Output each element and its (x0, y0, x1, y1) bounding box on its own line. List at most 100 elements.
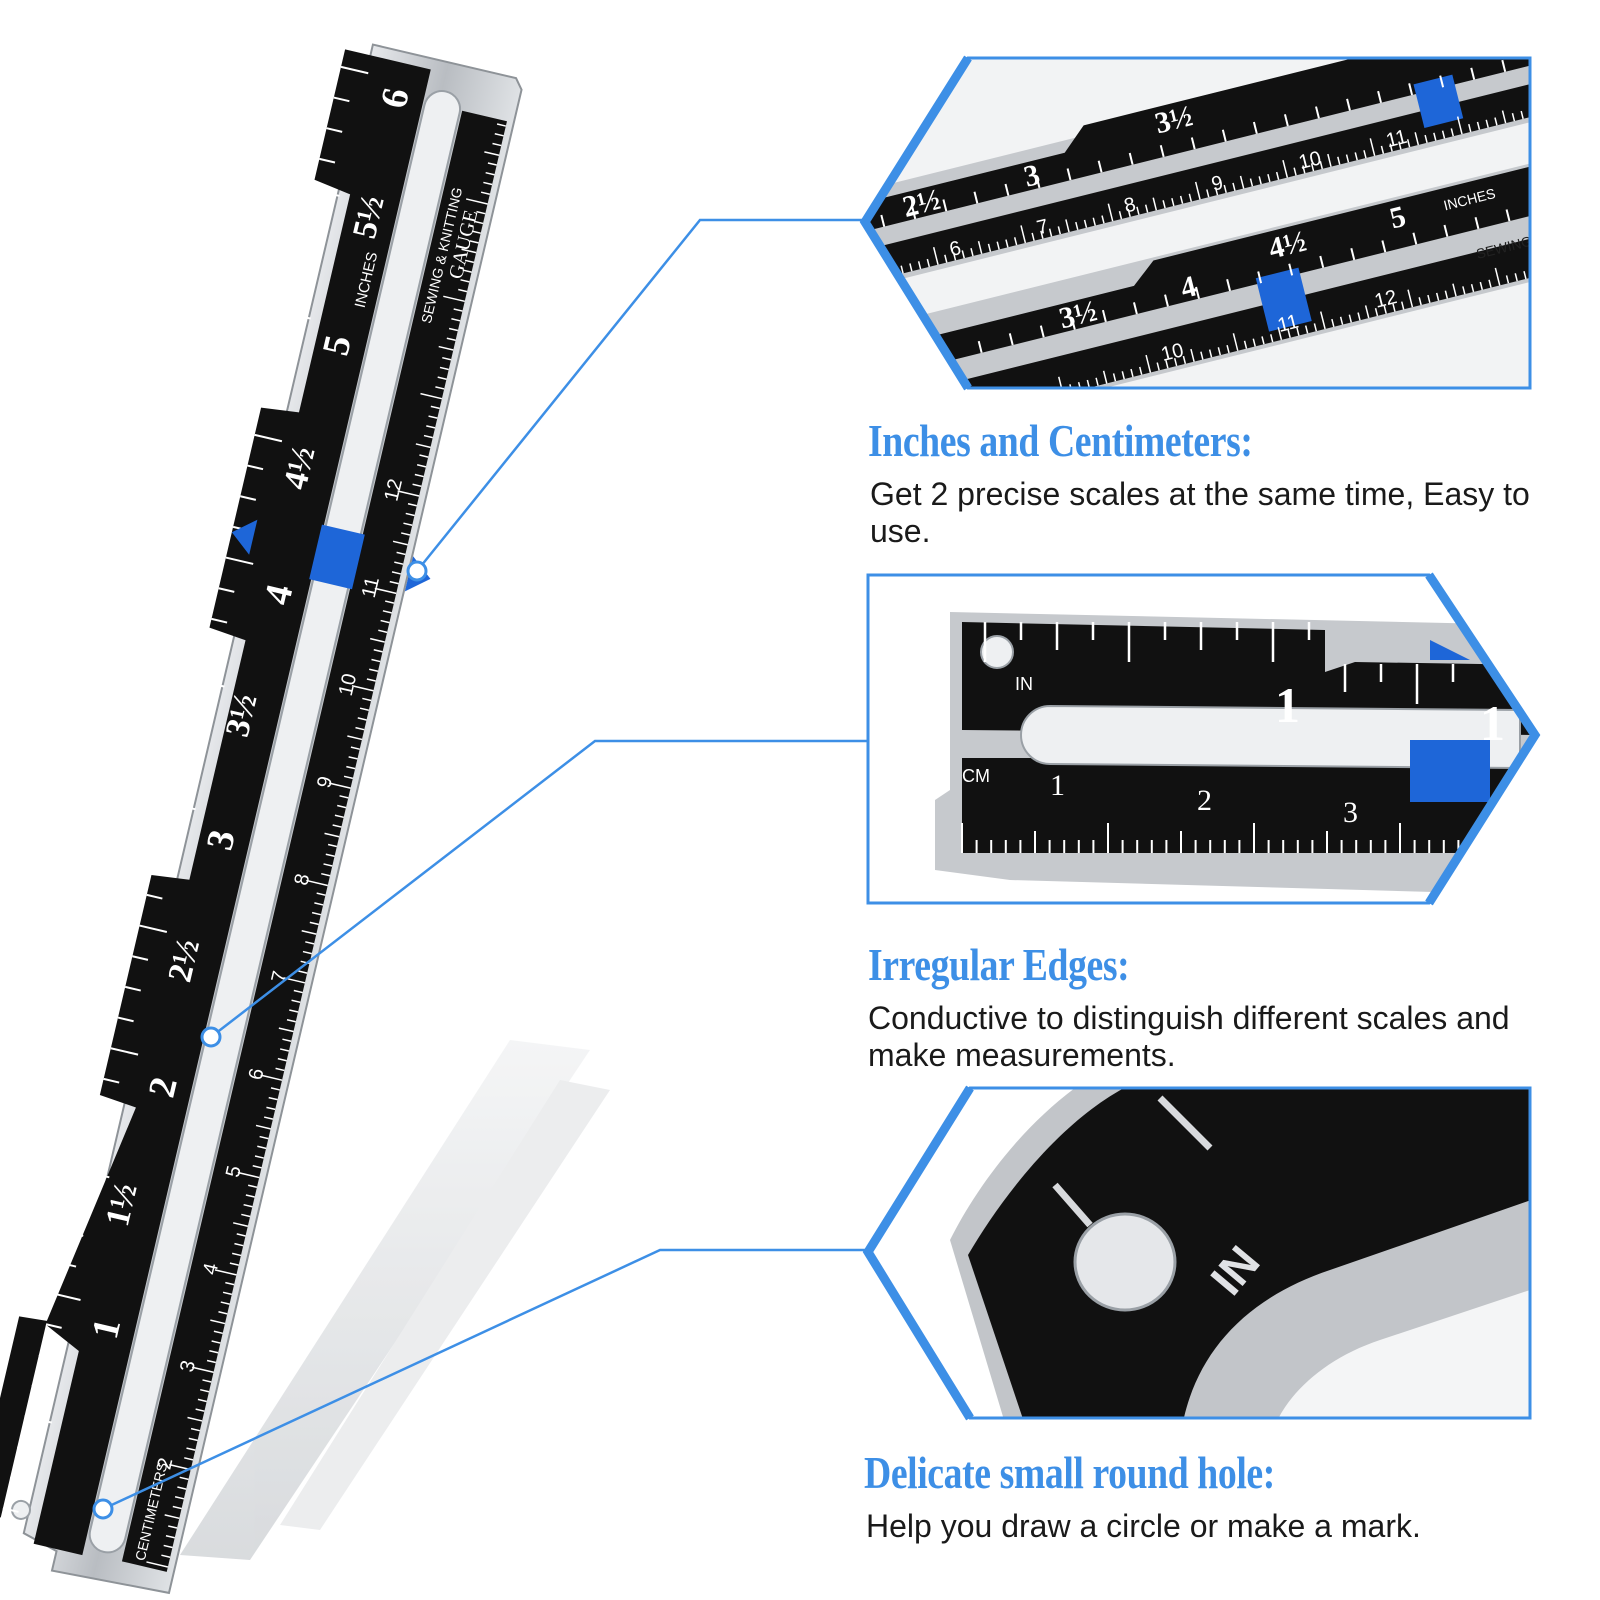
z1-inch-tick (973, 191, 979, 204)
z1-inch-tick (1252, 121, 1258, 134)
cm-tick (229, 1262, 239, 1266)
z1-cm-tick (1468, 123, 1472, 133)
z1-cm-tick (1583, 246, 1587, 263)
z1-cm-7: 7 (1035, 215, 1051, 239)
z2-text-in: IN (1015, 674, 1033, 694)
z1-cm-tick (1200, 351, 1204, 360)
z1-cm-tick (1392, 303, 1396, 312)
cm-tick (293, 989, 303, 994)
z1-cm-tick (1020, 225, 1027, 244)
cm-tick (438, 345, 454, 351)
cm-tick (446, 337, 456, 341)
z1-cm-tick (1144, 204, 1149, 213)
ruler-round-hole (11, 1499, 32, 1520)
z1-inch-tick (1039, 325, 1045, 338)
z1-cm-tick (1501, 110, 1507, 124)
inch-tick (139, 924, 168, 933)
z1-cm-tick (1249, 178, 1254, 187)
cm-label-8: 8 (290, 872, 314, 888)
z1-cm-tick (1520, 110, 1524, 120)
z1-cm-tick (1369, 138, 1376, 157)
feature-text-scales: Get 2 precise scales at the same time, E… (870, 476, 1530, 549)
cm-tick (222, 1291, 232, 1296)
z1-inch-tick (1257, 271, 1263, 284)
z1-cm-tick (1424, 134, 1428, 143)
cm-tick (232, 1252, 242, 1257)
cm-label-12: 12 (380, 477, 406, 504)
cm-tick (266, 1106, 276, 1111)
z1-cm-tick (882, 269, 887, 278)
cm-tick (442, 356, 452, 361)
z1-inch-tick (1474, 217, 1480, 230)
zoom-panel-2-accent (1425, 572, 1541, 906)
z1-cm-tick (1470, 284, 1475, 293)
inch-tick (132, 955, 149, 961)
z1-cm-tick (1345, 154, 1350, 163)
z1-cm-tick (1511, 113, 1516, 122)
z1-cm-tick (900, 265, 904, 274)
z1-cm-tick (1206, 189, 1210, 198)
z1-inch-tick (1533, 52, 1536, 64)
cm-tick (259, 1135, 269, 1140)
z1-cm-tick (1398, 141, 1402, 150)
z1-inch-tick (1346, 98, 1351, 111)
cm-label-2: 2 (153, 1456, 177, 1472)
inch-tick (160, 832, 177, 839)
inch-tick (283, 311, 311, 320)
cm-tick (337, 804, 347, 809)
z1-cm-tick (1441, 130, 1446, 139)
z1-cm-tick (970, 248, 974, 257)
cm-tick (343, 775, 354, 780)
cm-tick (255, 1124, 271, 1130)
z1-inch-tick (1381, 240, 1387, 253)
z1-cm-tick (1112, 373, 1117, 382)
z1-inch-tick (1569, 194, 1572, 206)
cm-tick (177, 1486, 187, 1490)
cm-tick (328, 782, 351, 789)
inch-tick (225, 556, 254, 565)
cm-tick (164, 1514, 180, 1520)
z1-cm-tick (1505, 275, 1510, 284)
z1-inch-tick (1070, 317, 1076, 330)
cm-tick (186, 1447, 196, 1451)
z1-cm-tick (1293, 167, 1297, 176)
z1-cm-tick (1594, 254, 1596, 262)
z1-cm-tick (1414, 132, 1420, 146)
callout-line-1 (416, 218, 865, 572)
z1-cm-tick (1188, 193, 1193, 202)
z1-inch-tick (1283, 114, 1289, 127)
z2-text-cm: CM (962, 766, 990, 786)
z1-cm-tick (952, 252, 957, 261)
z1-inch-tick (1315, 106, 1320, 119)
inch-tick (240, 495, 257, 501)
z1-cm-tick (1364, 305, 1370, 319)
z1-cm-tick (1304, 325, 1309, 334)
ruler-cm-panel (121, 110, 507, 1572)
cm-tick (200, 1388, 210, 1393)
cm-tick (334, 814, 344, 819)
cm-tick (237, 1171, 260, 1179)
cm-tick (323, 863, 333, 867)
cm-label-5: 5 (222, 1164, 246, 1180)
cm-tick (168, 1525, 178, 1529)
z1-cm-tick (1319, 311, 1326, 330)
z1-cm-tick (1533, 269, 1535, 277)
z1-cm-tick (1494, 267, 1501, 286)
cm-tick (474, 220, 484, 225)
cm-tick (462, 269, 472, 273)
cm-tick (236, 1233, 246, 1237)
z1-cm-tick (1016, 393, 1019, 406)
cm-label-3: 3 (176, 1358, 200, 1374)
cm-tick (480, 191, 491, 195)
z1-inch-tick (1133, 302, 1138, 315)
cm-tick (210, 1319, 226, 1325)
z1-cm-tick (1559, 262, 1561, 270)
cm-tick (496, 123, 506, 127)
cm-tick (414, 473, 424, 478)
z1-inch-tick (1195, 286, 1200, 299)
inch-tick (53, 1292, 81, 1301)
inch-tick (326, 127, 343, 133)
cm-tick (174, 1496, 185, 1500)
cm-tick (260, 1074, 283, 1081)
cm-tick (247, 1184, 258, 1189)
